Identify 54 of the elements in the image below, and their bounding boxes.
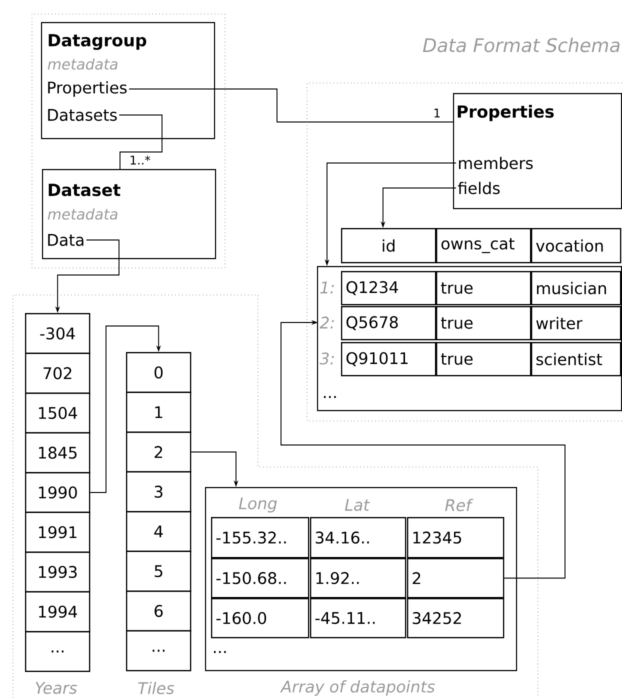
table-cell: 1.92.. <box>310 558 406 598</box>
column-caption: Array of datapoints <box>280 680 435 696</box>
array-cell: 1993 <box>25 552 90 592</box>
field-name: Data <box>48 234 84 246</box>
table-cell: Q5678 <box>341 306 436 340</box>
row-index: 2: <box>320 316 334 328</box>
table-cell: writer <box>531 306 622 340</box>
table-cell: Q91011 <box>341 342 436 376</box>
array-cell: 1 <box>126 392 192 433</box>
table-cell: 34252 <box>407 598 504 638</box>
array-cell: 1504 <box>25 392 90 434</box>
array-cell: 2 <box>126 432 192 472</box>
arrow <box>280 320 566 579</box>
edge-label: 1 <box>432 107 442 119</box>
table-cell: true <box>436 342 532 376</box>
table-cell: true <box>436 271 532 306</box>
field-name: members <box>459 156 533 170</box>
field-name: Datasets <box>48 109 117 121</box>
array-cell: 3 <box>126 471 192 512</box>
array-cell: 702 <box>25 352 90 394</box>
array-cell: 6 <box>126 590 192 632</box>
row-index: 1: <box>320 282 334 294</box>
array-cell: 1991 <box>25 512 90 553</box>
array-cell: ... <box>126 630 192 672</box>
array-cell: 1994 <box>25 591 90 632</box>
table-cell: -155.32.. <box>211 517 310 558</box>
array-cell: 4 <box>126 511 192 552</box>
connector-line <box>118 114 162 170</box>
field-name: fields <box>458 182 500 194</box>
table-cell: scientist <box>531 342 622 376</box>
table-cell: musician <box>531 271 622 306</box>
edge-label: 1..* <box>128 154 152 166</box>
row-index: 3: <box>320 352 334 365</box>
arrow <box>90 326 161 493</box>
array-cell: 5 <box>126 550 192 592</box>
table-cell: -160.0 <box>211 598 310 638</box>
array-cell: 1990 <box>25 472 90 513</box>
diagram-title: Data Format Schema <box>422 38 620 52</box>
table-cell: 2 <box>407 558 504 598</box>
field-name: Properties <box>48 81 127 97</box>
table-cell: -45.11.. <box>310 598 406 638</box>
array-cell: ... <box>25 631 90 672</box>
array-cell: 0 <box>126 352 192 393</box>
table-cell: -150.68.. <box>211 558 310 598</box>
header-cell: owns_cat <box>436 228 532 264</box>
header-cell: id <box>341 228 436 264</box>
connector-line <box>128 88 454 122</box>
array-cell: -304 <box>25 313 90 354</box>
table-cell: true <box>436 306 532 340</box>
array-cell: 1845 <box>25 432 90 474</box>
table-cell: Q1234 <box>341 271 436 306</box>
table-cell: 34.16.. <box>310 517 406 558</box>
table-cell: 12345 <box>407 517 504 558</box>
header-cell: vocation <box>531 228 622 264</box>
